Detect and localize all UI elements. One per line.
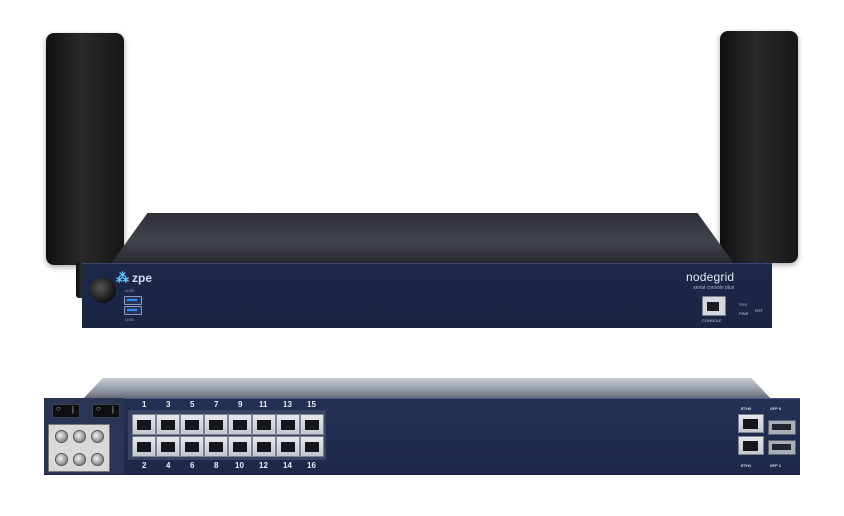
serial-port-1[interactable] bbox=[132, 414, 156, 435]
brand-name: nodegrid bbox=[686, 270, 735, 284]
eth1-label: ETH1 bbox=[741, 463, 752, 468]
led-label-sys: SYS bbox=[739, 302, 748, 307]
serial-port-8[interactable] bbox=[204, 436, 228, 457]
sfp0-port[interactable] bbox=[768, 420, 796, 435]
terminal-screw-icon bbox=[91, 453, 104, 466]
serial-port-7[interactable] bbox=[204, 414, 228, 435]
serial-port-5[interactable] bbox=[180, 414, 204, 435]
port-number: 15 bbox=[307, 400, 316, 409]
right-antenna bbox=[720, 31, 798, 263]
serial-port-12[interactable] bbox=[252, 436, 276, 457]
console-port[interactable] bbox=[702, 296, 726, 316]
power-terminal-block bbox=[48, 424, 110, 472]
serial-port-10[interactable] bbox=[228, 436, 252, 457]
port-number: 13 bbox=[283, 400, 292, 409]
sfp1-port[interactable] bbox=[768, 440, 796, 455]
antenna-knob bbox=[90, 277, 116, 303]
console-label: CONSOLE bbox=[702, 318, 722, 323]
serial-port-13[interactable] bbox=[276, 414, 300, 435]
terminal-screw-icon bbox=[55, 453, 68, 466]
serial-port-9[interactable] bbox=[228, 414, 252, 435]
eth1-port[interactable] bbox=[738, 436, 764, 455]
serial-port-15[interactable] bbox=[300, 414, 324, 435]
rear-chassis-top bbox=[82, 378, 772, 400]
serial-port-16[interactable] bbox=[300, 436, 324, 457]
serial-port-3[interactable] bbox=[156, 414, 180, 435]
port-number: 1 bbox=[142, 400, 147, 409]
terminal-screw-icon bbox=[73, 430, 86, 443]
port-number: 5 bbox=[190, 400, 195, 409]
port-number: 7 bbox=[214, 400, 219, 409]
port-number: 9 bbox=[238, 400, 243, 409]
port-number: 10 bbox=[235, 461, 244, 470]
sfp1-label: SFP 1 bbox=[770, 463, 782, 468]
usb-port-2[interactable] bbox=[124, 306, 142, 315]
port-number: 12 bbox=[259, 461, 268, 470]
sfp0-label: SFP 0 bbox=[770, 406, 782, 411]
usb-label-bottom: USB bbox=[125, 317, 135, 322]
port-number: 11 bbox=[259, 400, 268, 409]
eth0-port[interactable] bbox=[738, 414, 764, 433]
port-number: 8 bbox=[214, 461, 219, 470]
terminal-screw-icon bbox=[55, 430, 68, 443]
port-number: 6 bbox=[190, 461, 195, 470]
serial-port-14[interactable] bbox=[276, 436, 300, 457]
serial-port-4[interactable] bbox=[156, 436, 180, 457]
chassis-top-surface bbox=[110, 213, 735, 265]
brand-block: nodegrid serial console plus bbox=[686, 270, 734, 291]
port-number: 16 bbox=[307, 461, 316, 470]
serial-port-6[interactable] bbox=[180, 436, 204, 457]
power-switch-1[interactable] bbox=[52, 404, 80, 418]
terminal-screw-icon bbox=[91, 430, 104, 443]
vendor-logo: ⁂ zpe bbox=[116, 270, 152, 286]
terminal-screw-icon bbox=[73, 453, 86, 466]
brand-subtitle: serial console plus bbox=[693, 285, 735, 291]
usb-label-top: USB bbox=[125, 288, 135, 293]
port-number: 14 bbox=[283, 461, 292, 470]
zpe-mark-icon: ⁂ bbox=[116, 270, 129, 285]
eth0-label: ETH0 bbox=[741, 406, 752, 411]
led-label-pwr: PWR bbox=[739, 311, 749, 316]
top-device: ⁂ zpe USB USB nodegrid serial console pl… bbox=[46, 31, 798, 328]
port-number: 4 bbox=[166, 461, 171, 470]
vendor-logo-text: zpe bbox=[132, 271, 153, 285]
front-panel bbox=[82, 263, 772, 328]
power-switch-2[interactable] bbox=[92, 404, 120, 418]
port-number: 2 bbox=[142, 461, 147, 470]
reset-label: RST bbox=[755, 308, 763, 313]
left-antenna bbox=[46, 33, 124, 265]
usb-port-1[interactable] bbox=[124, 296, 142, 305]
serial-port-block bbox=[128, 410, 326, 460]
port-number: 3 bbox=[166, 400, 171, 409]
serial-port-2[interactable] bbox=[132, 436, 156, 457]
serial-port-11[interactable] bbox=[252, 414, 276, 435]
